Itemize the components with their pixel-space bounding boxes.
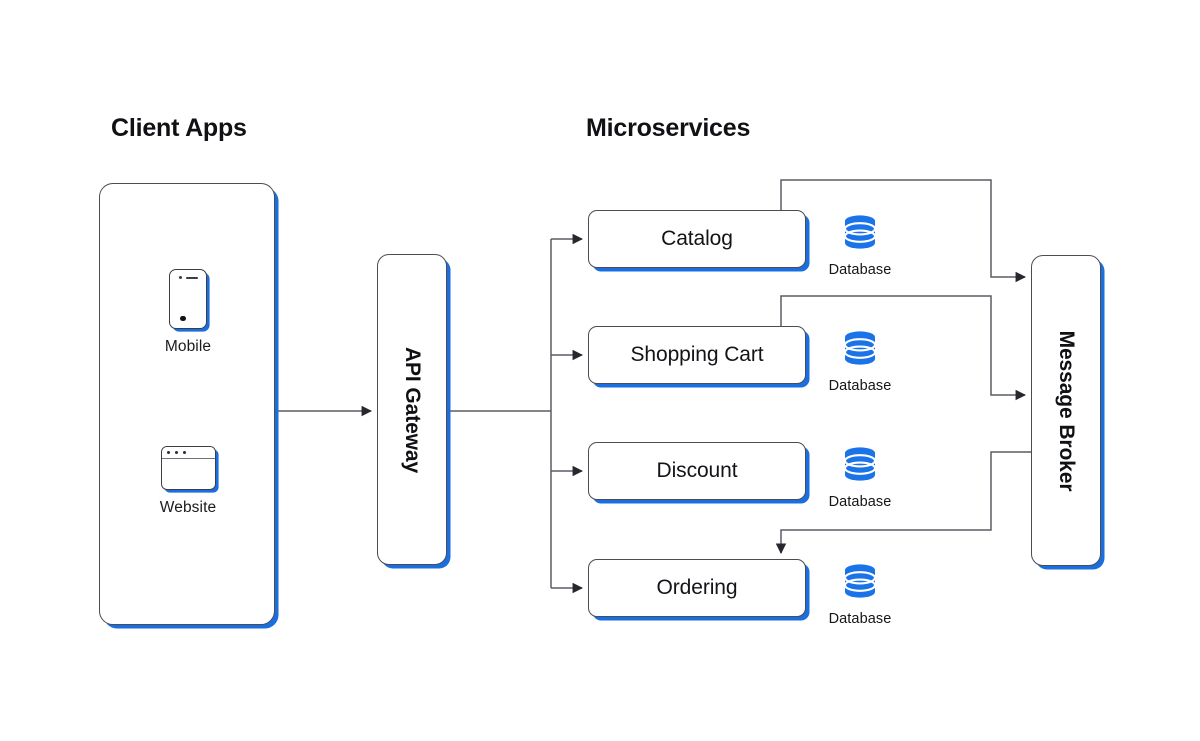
database-icon — [843, 215, 877, 249]
browser-dot-1 — [166, 451, 170, 455]
api-gateway-node[interactable]: API Gateway — [377, 254, 447, 565]
database-ordering[interactable]: Database — [818, 561, 902, 627]
service-node-shopping-cart[interactable]: Shopping Cart — [588, 326, 806, 384]
section-title-client-apps: Client Apps — [111, 114, 247, 142]
browser-dot-2 — [174, 451, 178, 455]
browser-title-bar — [161, 447, 215, 459]
service-node-ordering[interactable]: Ordering — [588, 559, 806, 617]
phone-home-dot — [180, 315, 186, 321]
client-apps-container[interactable]: Mobile Website — [99, 183, 275, 625]
client-app-mobile[interactable]: Mobile — [100, 269, 276, 356]
message-broker-label: Message Broker — [1055, 330, 1078, 491]
phone-speaker-slit — [186, 277, 198, 279]
browser-window-icon — [160, 446, 216, 490]
database-shopping-cart[interactable]: Database — [818, 328, 902, 394]
service-label-ordering: Ordering — [656, 576, 738, 599]
phone-camera-dot — [179, 276, 182, 279]
browser-dot-3 — [182, 451, 186, 455]
service-label-shopping-cart: Shopping Cart — [630, 343, 764, 366]
message-broker-node[interactable]: Message Broker — [1031, 255, 1101, 566]
database-icon — [843, 331, 877, 365]
database-icon — [843, 564, 877, 598]
service-node-discount[interactable]: Discount — [588, 442, 806, 500]
database-catalog[interactable]: Database — [818, 212, 902, 278]
service-label-catalog: Catalog — [661, 227, 733, 250]
client-app-mobile-label: Mobile — [164, 338, 212, 355]
database-icon — [843, 447, 877, 481]
database-discount[interactable]: Database — [818, 444, 902, 510]
mobile-phone-icon — [169, 269, 207, 329]
service-node-catalog[interactable]: Catalog — [588, 210, 806, 268]
database-label-discount: Database — [828, 494, 892, 510]
client-app-website[interactable]: Website — [100, 446, 276, 517]
section-title-microservices: Microservices — [586, 114, 751, 142]
database-label-shopping-cart: Database — [828, 378, 892, 394]
database-label-catalog: Database — [828, 262, 892, 278]
database-label-ordering: Database — [828, 611, 892, 627]
service-label-discount: Discount — [656, 459, 738, 482]
api-gateway-label: API Gateway — [401, 346, 424, 473]
client-app-website-label: Website — [159, 499, 217, 516]
